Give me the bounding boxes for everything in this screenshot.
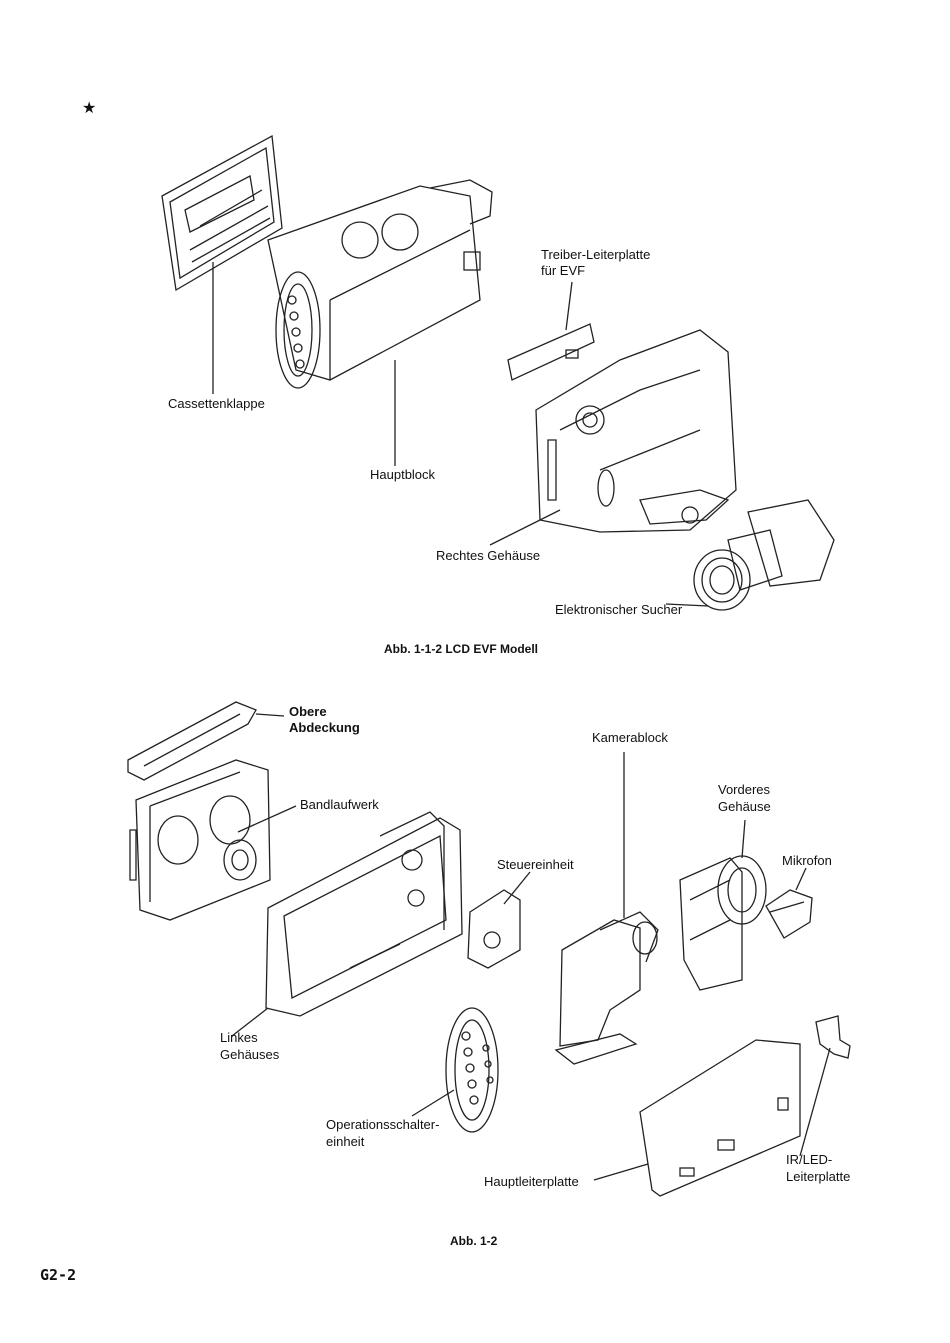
label-viewfinder: Elektronischer Sucher — [555, 602, 683, 617]
label-driver-board-line2: für EVF — [541, 263, 586, 278]
label-main-block: Hauptblock — [370, 467, 436, 482]
label-switch-unit-line2: einheit — [326, 1134, 365, 1149]
caption-figure1: Abb. 1-1-2 LCD EVF Modell — [384, 642, 539, 656]
label-control-unit: Steuereinheit — [497, 857, 574, 872]
label-right-housing: Rechtes Gehäuse — [436, 548, 541, 563]
label-cassette-lid: Cassettenklappe — [168, 396, 265, 411]
right-housing-drawing — [535, 329, 737, 533]
viewfinder-drawing — [693, 499, 835, 611]
label-main-board: Hauptleiterplatte — [484, 1174, 579, 1189]
ir-led-board-drawing — [815, 1015, 851, 1059]
camera-block-drawing — [554, 911, 659, 1065]
switch-unit-drawing — [445, 1007, 499, 1133]
label-top-cover-line2: Abdeckung — [289, 720, 360, 735]
label-switch-unit: Operationsschalter- — [326, 1117, 440, 1132]
cassette-lid-drawing — [161, 134, 283, 292]
left-housing-drawing — [265, 811, 463, 1017]
front-housing-drawing — [679, 855, 767, 991]
label-front-housing: Vorderes — [718, 782, 771, 797]
label-left-housing: Linkes — [220, 1030, 258, 1045]
page-number: G2-2 — [40, 1266, 77, 1284]
label-front-housing-line2: Gehäuse — [718, 799, 771, 814]
label-microphone: Mikrofon — [782, 853, 832, 868]
label-left-housing-line2: Gehäuses — [220, 1047, 280, 1062]
top-cover-drawing — [127, 701, 257, 781]
label-top-cover: Obere — [289, 704, 327, 719]
label-ir-led-board: IR/LED- — [786, 1152, 833, 1167]
main-board-drawing — [639, 1039, 801, 1197]
microphone-drawing — [765, 889, 813, 939]
main-block-drawing — [267, 179, 493, 389]
caption-figure2: Abb. 1-2 — [450, 1234, 498, 1248]
driver-board-drawing — [507, 323, 595, 381]
tape-mechanism-drawing — [129, 759, 271, 921]
label-camera-block: Kamerablock — [592, 730, 668, 745]
label-ir-led-board-line2: Leiterplatte — [786, 1169, 851, 1184]
label-tape-mechanism: Bandlaufwerk — [300, 797, 379, 812]
marker-star: ★ — [82, 100, 97, 117]
control-unit-drawing — [467, 889, 521, 969]
label-driver-board: Treiber-Leiterplatte — [541, 247, 651, 262]
